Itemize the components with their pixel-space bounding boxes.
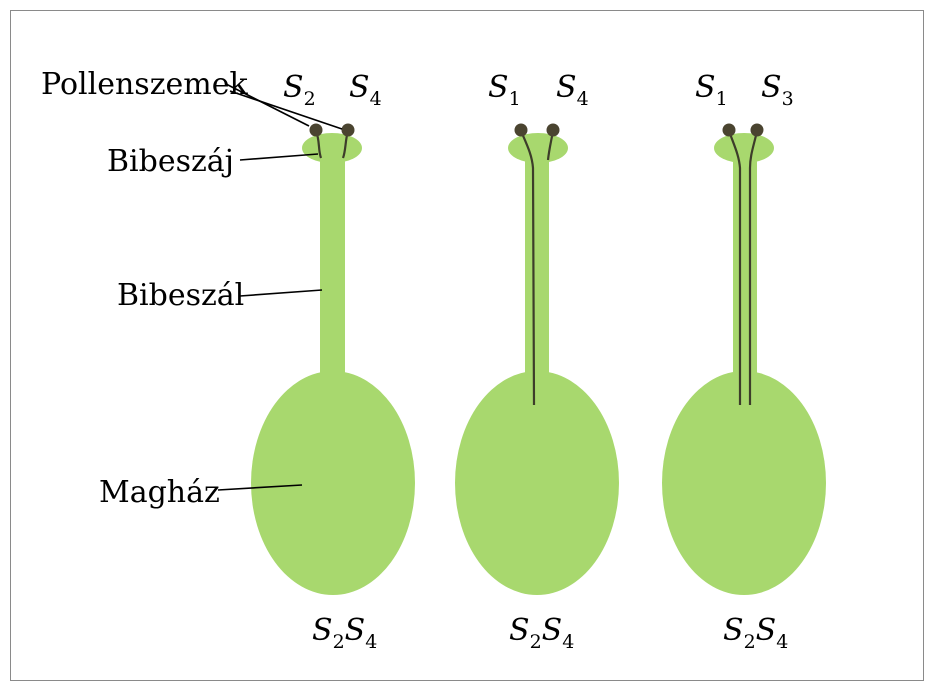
stigma-3 bbox=[714, 133, 774, 163]
stigma-2 bbox=[508, 133, 568, 163]
pollen-label: Pollenszemek bbox=[41, 67, 248, 102]
flower-3 bbox=[662, 124, 826, 596]
style-pointer bbox=[240, 290, 322, 296]
style-label: Bibeszál bbox=[117, 278, 244, 313]
style-2 bbox=[525, 153, 549, 383]
pollen-grain-1a bbox=[310, 124, 323, 137]
pollen-allele-3b: S3 bbox=[761, 70, 794, 110]
pollen-allele-3a: S1 bbox=[695, 70, 728, 110]
flower-2 bbox=[455, 124, 619, 596]
pistil-genotype-2: S2S4 bbox=[509, 613, 574, 653]
pollen-allele-2a: S1 bbox=[488, 70, 521, 110]
style-3 bbox=[733, 153, 757, 383]
ovary-1 bbox=[251, 371, 415, 595]
pollen-grain-3b bbox=[751, 124, 764, 137]
pollen-grain-3a bbox=[723, 124, 736, 137]
style-1 bbox=[320, 153, 345, 383]
pollen-grain-2a bbox=[515, 124, 528, 137]
pollen-grain-2b bbox=[547, 124, 560, 137]
pollen-grain-1b bbox=[342, 124, 355, 137]
pollen-allele-2b: S4 bbox=[556, 70, 589, 110]
ovary-2 bbox=[455, 371, 619, 595]
pollen-allele-1a: S2 bbox=[283, 70, 316, 110]
ovary-3 bbox=[662, 371, 826, 595]
stigma-pointer bbox=[240, 154, 318, 160]
pistil-genotype-1: S2S4 bbox=[312, 613, 377, 653]
pollen-allele-1b: S4 bbox=[349, 70, 382, 110]
stigma-label: Bibeszáj bbox=[107, 144, 234, 179]
stigma-1 bbox=[302, 133, 362, 163]
flower-1 bbox=[251, 124, 415, 596]
ovary-label: Magház bbox=[99, 475, 220, 510]
pistil-genotype-3: S2S4 bbox=[723, 613, 788, 653]
